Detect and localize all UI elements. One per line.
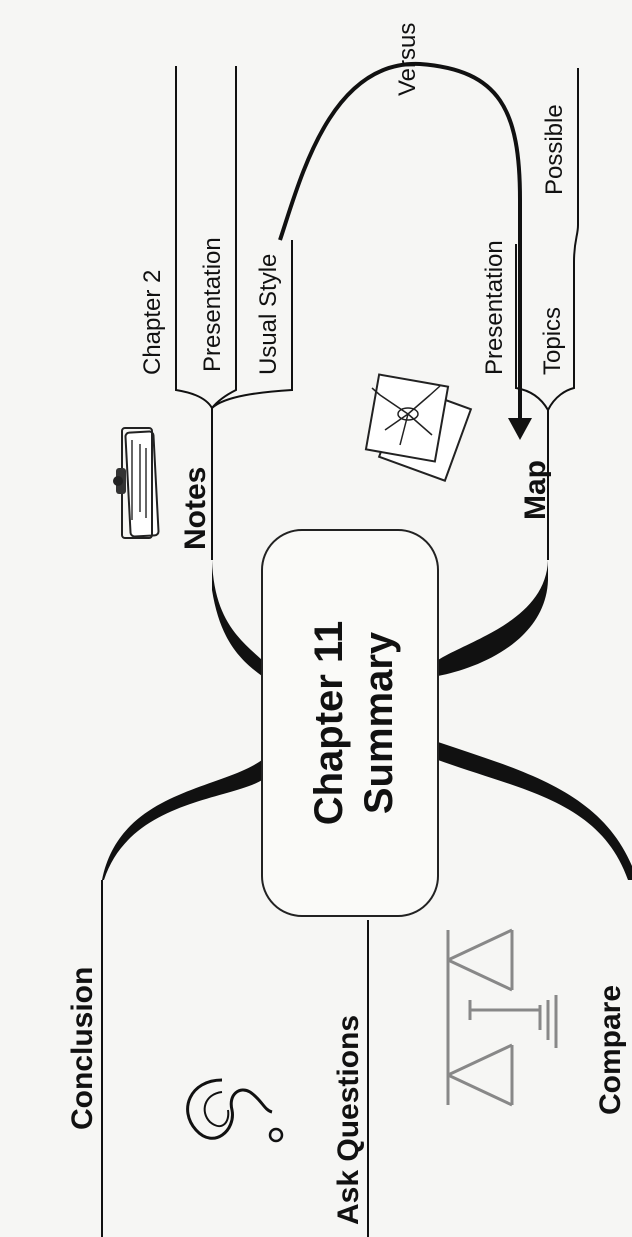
arrowhead-icon xyxy=(508,418,532,440)
compare-label: Compare xyxy=(594,985,627,1115)
conclusion-label: Conclusion xyxy=(66,967,99,1130)
clipboard-icon xyxy=(113,427,160,539)
question-mark-icon xyxy=(186,1078,284,1143)
branch-curve-notes xyxy=(212,560,262,676)
notes-subbranch-lines xyxy=(175,66,293,409)
notes-subitem-presentation: Presentation xyxy=(199,237,226,372)
center-title-line1: Chapter 11 xyxy=(307,621,351,826)
notes-label: Notes xyxy=(179,467,212,550)
notes-subitem-usual-style: Usual Style xyxy=(255,254,282,375)
map-subitem-presentation: Presentation xyxy=(481,240,508,375)
ask-questions-label: Ask Questions xyxy=(332,1015,365,1225)
versus-label: Versus xyxy=(394,23,421,96)
map-subitem-possible: Possible xyxy=(541,104,568,195)
branch-curve-compare xyxy=(438,742,632,880)
map-subitem-topics: Topics xyxy=(539,307,566,375)
branch-curve-conclusion xyxy=(102,760,262,880)
notes-subitem-chapter-2: Chapter 2 xyxy=(139,270,166,375)
balance-scale-icon xyxy=(446,928,558,1107)
mind-map-papers-icon xyxy=(364,373,473,482)
center-node xyxy=(261,529,439,917)
versus-connector-arrow xyxy=(278,61,522,420)
map-subbranch-lines xyxy=(515,68,579,411)
branch-curve-map xyxy=(438,560,548,676)
map-label: Map xyxy=(519,460,552,520)
center-title-line2: Summary xyxy=(357,631,401,814)
